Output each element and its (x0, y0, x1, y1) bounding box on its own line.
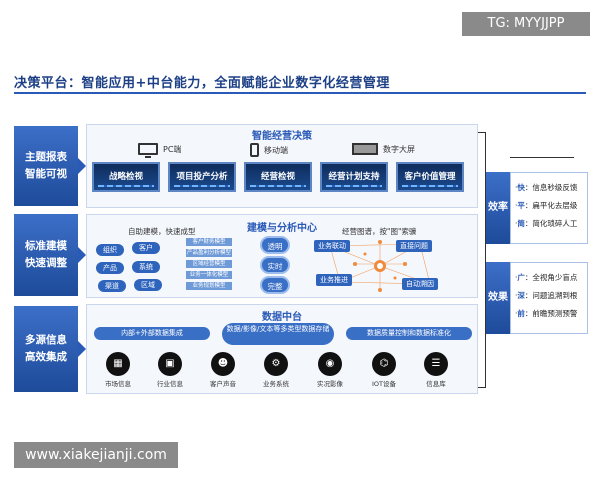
group-bracket (478, 132, 486, 388)
iot-device-icon: ⌬ (372, 352, 396, 376)
left-label-line2: 智能可视 (25, 168, 67, 180)
data-pill: 内部+外部数据集成 (94, 327, 210, 340)
source-label: 客户声音 (210, 380, 236, 388)
left-label-line1: 主题报表 (25, 151, 67, 163)
graph-tag: 业务推进 (316, 274, 352, 286)
effect-item: ·前：前瞻预测预警 (515, 309, 578, 318)
left-label-reports: 主题报表 智能可视 (14, 126, 78, 206)
source-label: 行业信息 (157, 380, 183, 388)
panel-modeling-title: 建模与分析中心 (247, 223, 317, 234)
quality-ring: 完整 (260, 276, 290, 294)
data-pill: 数据质量控制和数据标准化 (346, 327, 472, 340)
device-mobile: 移动端 (250, 143, 288, 157)
source-label: 实况影像 (317, 380, 343, 388)
model-bar: 业务一体化模型 (186, 271, 232, 279)
graph-tag: 直接问题 (396, 240, 432, 252)
left-label-line1: 多源信息 (25, 334, 67, 346)
device-mobile-label: 移动端 (264, 145, 288, 155)
monitor-icon (138, 143, 158, 158)
screen-card: 战略检视 (92, 162, 160, 192)
graph-tag: 自动溯因 (402, 278, 438, 290)
data-pill: 数据/影像/文本等多类型数据存储 (222, 323, 334, 345)
phone-icon (250, 143, 259, 157)
effect-label-text: 效果 (488, 292, 508, 303)
watermark-bottom: www.xiakejianji.com (14, 442, 178, 468)
arrow-right-icon (78, 247, 86, 263)
screen-card: 项目投产分析 (168, 162, 236, 192)
efficiency-label: 效率 (486, 172, 510, 244)
efficiency-item: ·快：信息秒级反馈 (515, 183, 578, 192)
dimension-chip: 客户 (132, 242, 160, 254)
dimension-chip: 组织 (96, 244, 124, 256)
device-bigscreen-label: 数字大屏 (383, 144, 415, 154)
market-icon: ▦ (106, 352, 130, 376)
efficiency-item: ·平：扁平化去层级 (515, 201, 578, 210)
industry-icon: ▣ (158, 352, 182, 376)
dimension-chip: 渠道 (98, 280, 126, 292)
arrow-right-icon (78, 158, 86, 174)
arrow-right-icon (78, 341, 86, 357)
graph-caption: 经营图谱，按"图"索骥 (342, 227, 417, 236)
quality-ring: 透明 (260, 236, 290, 254)
dimension-chip: 区域 (134, 279, 162, 291)
page-title: 决策平台：智能应用+中台能力，全面赋能企业数字化经营管理 (14, 76, 390, 91)
left-label-line1: 标准建模 (25, 240, 67, 252)
effect-list: ·广：全视角少盲点 ·深：问题追溯到根 ·前：前瞻预测预警 (510, 262, 588, 334)
top-rule (510, 157, 574, 158)
efficiency-label-text: 效率 (488, 202, 508, 213)
left-label-data: 多源信息 高效集成 (14, 306, 78, 392)
model-bar: 客户财务模型 (186, 238, 232, 246)
left-label-line2: 高效集成 (25, 351, 67, 363)
efficiency-item: ·简：简化琐碎人工 (515, 219, 578, 228)
screen-card: 经营检视 (244, 162, 312, 192)
panel-data (86, 304, 478, 394)
left-label-modeling: 标准建模 快速调整 (14, 214, 78, 296)
left-label-line2: 快速调整 (25, 257, 67, 269)
dimension-chip: 系统 (132, 261, 160, 273)
device-bigscreen: 数字大屏 (352, 143, 415, 155)
source-label: 信息库 (426, 380, 446, 388)
watermark-top: TG: MYYJJPP (462, 12, 590, 36)
dimension-chip: 产品 (96, 262, 124, 274)
model-bar: 区域经营模型 (186, 260, 232, 268)
device-pc-label: PC端 (163, 144, 182, 154)
screen-card: 经营计划支持 (320, 162, 388, 192)
model-bar: 业务规划模型 (186, 282, 232, 290)
efficiency-list: ·快：信息秒级反馈 ·平：扁平化去层级 ·简：简化琐碎人工 (510, 172, 588, 244)
title-divider (14, 92, 586, 94)
screen-card: 客户价值管理 (396, 162, 464, 192)
business-system-icon: ⚙ (264, 352, 288, 376)
big-screen-icon (352, 143, 378, 155)
device-pc: PC端 (138, 143, 182, 158)
database-icon: ☰ (424, 352, 448, 376)
quality-ring: 实时 (260, 256, 290, 274)
effect-item: ·深：问题追溯到根 (515, 291, 578, 300)
model-bar: 产品盈利分析模型 (186, 249, 232, 257)
panel-decision-title: 智能经营决策 (252, 131, 312, 142)
effect-label: 效果 (486, 262, 510, 334)
effect-item: ·广：全视角少盲点 (515, 273, 578, 282)
graph-tag: 业务联动 (314, 240, 350, 252)
customer-voice-icon: ☻ (211, 352, 235, 376)
source-label: IOT设备 (371, 380, 396, 388)
panel-data-title: 数据中台 (262, 312, 302, 323)
camera-icon: ◉ (318, 352, 342, 376)
source-label: 业务系统 (263, 380, 289, 388)
source-label: 市场信息 (105, 380, 131, 388)
modeling-caption: 自助建模，快速成型 (128, 227, 196, 236)
